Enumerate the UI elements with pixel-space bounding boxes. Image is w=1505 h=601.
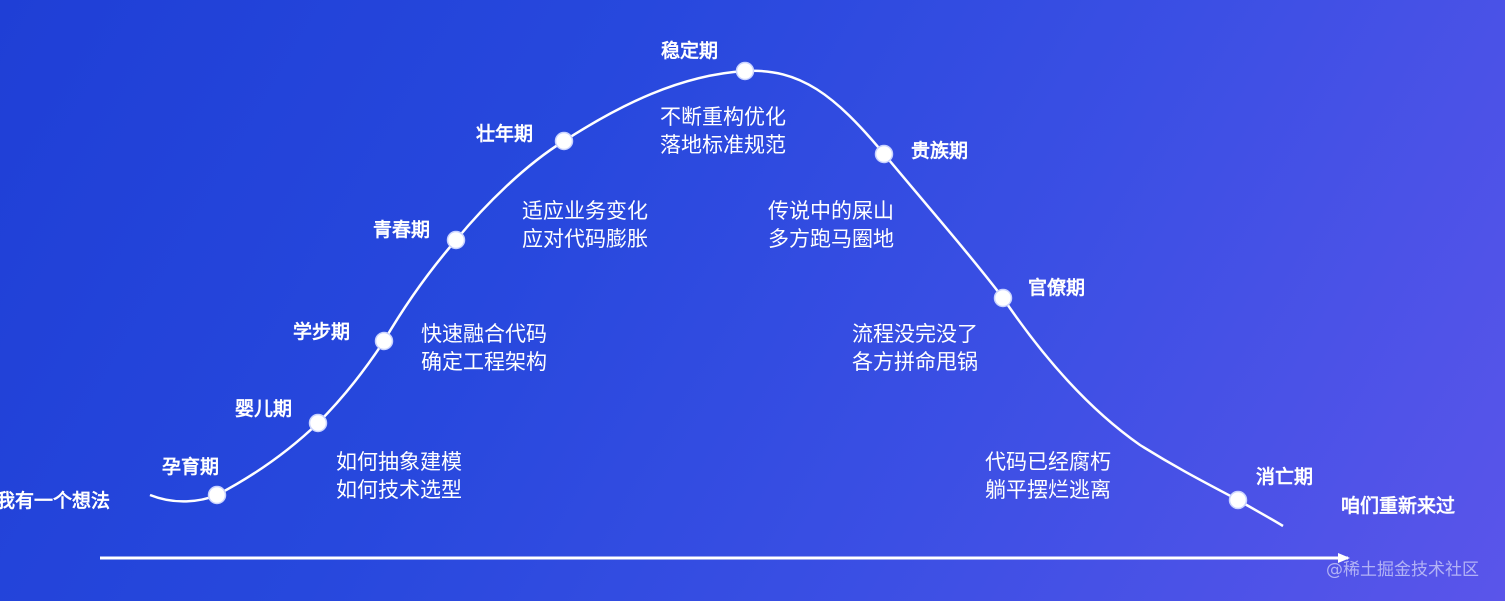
stage-nodes <box>207 61 1248 510</box>
stage-label-bureaucracy: 官僚期 <box>1028 277 1086 299</box>
stage-node-8 <box>1228 490 1248 510</box>
stage-label-gestation: 孕育期 <box>162 456 220 478</box>
stage-label-toddler: 学步期 <box>293 321 351 343</box>
stage-node-1 <box>308 413 328 433</box>
stage-label-stable: 稳定期 <box>661 40 719 62</box>
desc-line: 传说中的屎山 <box>768 199 894 223</box>
desc-line: 多方跑马圈地 <box>768 227 894 251</box>
desc-line: 代码已经腐朽 <box>985 450 1111 474</box>
desc-infancy: 如何抽象建模 如何技术选型 <box>336 448 462 504</box>
desc-line: 如何抽象建模 <box>336 450 462 474</box>
desc-prime: 适应业务变化 应对代码膨胀 <box>522 197 648 253</box>
end-text: 咱们重新来过 <box>1341 495 1456 517</box>
stage-label-aristocracy: 贵族期 <box>911 140 969 162</box>
desc-line: 流程没完没了 <box>852 322 978 346</box>
desc-bureaucracy: 流程没完没了 各方拼命甩锅 <box>852 320 978 376</box>
desc-toddler: 快速融合代码 确定工程架构 <box>421 320 547 376</box>
stage-label-infancy: 婴儿期 <box>235 398 293 420</box>
start-text: 我有一个想法 <box>0 490 111 512</box>
desc-death: 代码已经腐朽 躺平摆烂逃离 <box>985 448 1111 504</box>
desc-line: 不断重构优化 <box>660 105 786 129</box>
desc-line: 各方拼命甩锅 <box>852 350 978 374</box>
desc-line: 快速融合代码 <box>421 322 547 346</box>
stage-label-death: 消亡期 <box>1256 466 1314 488</box>
desc-aristocracy: 传说中的屎山 多方跑马圈地 <box>768 197 894 253</box>
stage-node-2 <box>374 331 394 351</box>
stage-node-3 <box>446 230 466 250</box>
desc-stable: 不断重构优化 落地标准规范 <box>660 103 786 159</box>
desc-line: 如何技术选型 <box>336 478 462 502</box>
stage-node-0 <box>207 485 227 505</box>
stage-node-6 <box>874 144 894 164</box>
stage-node-4 <box>554 131 574 151</box>
stage-node-5 <box>735 61 755 81</box>
watermark: @稀土掘金技术社区 <box>1326 560 1479 580</box>
stage-label-youth: 青春期 <box>373 219 431 241</box>
desc-line: 确定工程架构 <box>421 350 547 374</box>
stage-node-7 <box>993 288 1013 308</box>
desc-line: 躺平摆烂逃离 <box>985 478 1111 502</box>
desc-line: 适应业务变化 <box>522 199 648 223</box>
stage-label-prime: 壮年期 <box>476 123 534 145</box>
desc-line: 落地标准规范 <box>660 133 786 157</box>
desc-line: 应对代码膨胀 <box>522 227 648 251</box>
